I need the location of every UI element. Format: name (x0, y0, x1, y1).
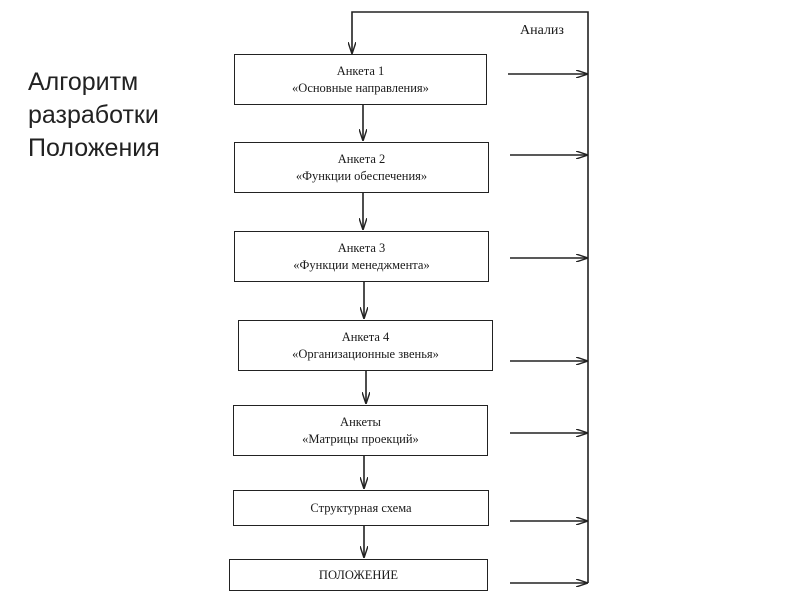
step-2-title: Анкета 2 (337, 151, 386, 166)
step-box-anketa-1: Анкета 1 «Основные направления» (234, 54, 487, 105)
step-box-regulation: ПОЛОЖЕНИЕ (229, 559, 488, 591)
title-line-2: разработки (28, 101, 159, 129)
step-5-subtitle: «Матрицы проекций» (302, 431, 419, 446)
title-line-1: Алгоритм (28, 68, 139, 96)
step-2-subtitle: «Функции обеспечения» (295, 168, 428, 183)
title-line-3: Положения (28, 134, 160, 162)
step-6-title: Структурная схема (310, 500, 412, 515)
analysis-label: Анализ (520, 23, 564, 38)
step-3-subtitle: «Функции менеджмента» (293, 257, 430, 272)
step-4-title: Анкета 4 (341, 329, 390, 344)
step-box-ankety-matrices: Анкеты «Матрицы проекций» (233, 405, 488, 456)
step-7-title: ПОЛОЖЕНИЕ (318, 567, 399, 582)
step-box-structural-scheme: Структурная схема (233, 490, 489, 526)
step-box-anketa-3: Анкета 3 «Функции менеджмента» (234, 231, 489, 282)
diagram-title: Алгоритм разработки Положения (28, 66, 228, 165)
step-box-anketa-2: Анкета 2 «Функции обеспечения» (234, 142, 489, 193)
step-3-title: Анкета 3 (337, 240, 386, 255)
step-1-subtitle: «Основные направления» (292, 80, 429, 95)
step-box-anketa-4: Анкета 4 «Организационные звенья» (238, 320, 493, 371)
step-1-title: Анкета 1 (336, 63, 385, 78)
step-5-title: Анкеты (340, 414, 381, 429)
step-4-subtitle: «Организационные звенья» (292, 346, 439, 361)
feedback-loop-line (352, 11, 589, 583)
